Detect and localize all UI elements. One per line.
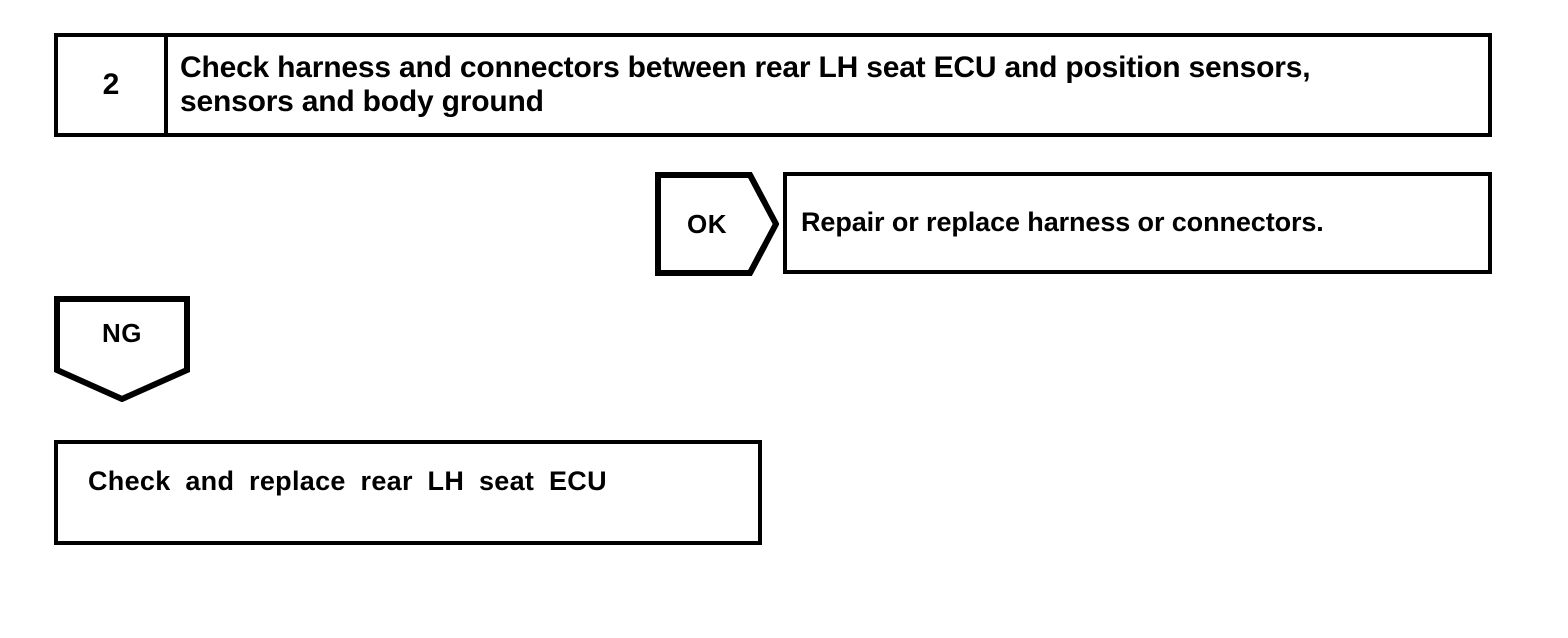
ok-result-text: Repair or replace harness or connectors. — [801, 207, 1324, 238]
step-instruction-text: Check harness and connectors between rea… — [180, 51, 1311, 118]
step-number: 2 — [102, 68, 120, 101]
ng-result-text: Check and replace rear LH seat ECU — [88, 466, 607, 496]
ok-branch-arrow-icon — [655, 172, 779, 276]
ok-result-box: Repair or replace harness or connectors. — [783, 172, 1492, 274]
step-instruction-cell: Check harness and connectors between rea… — [168, 37, 1488, 133]
step-number-cell: 2 — [58, 37, 168, 133]
step-box: 2 Check harness and connectors between r… — [54, 33, 1492, 137]
ng-result-box: Check and replace rear LH seat ECU — [54, 440, 762, 545]
ng-branch-arrow-icon — [54, 296, 190, 402]
